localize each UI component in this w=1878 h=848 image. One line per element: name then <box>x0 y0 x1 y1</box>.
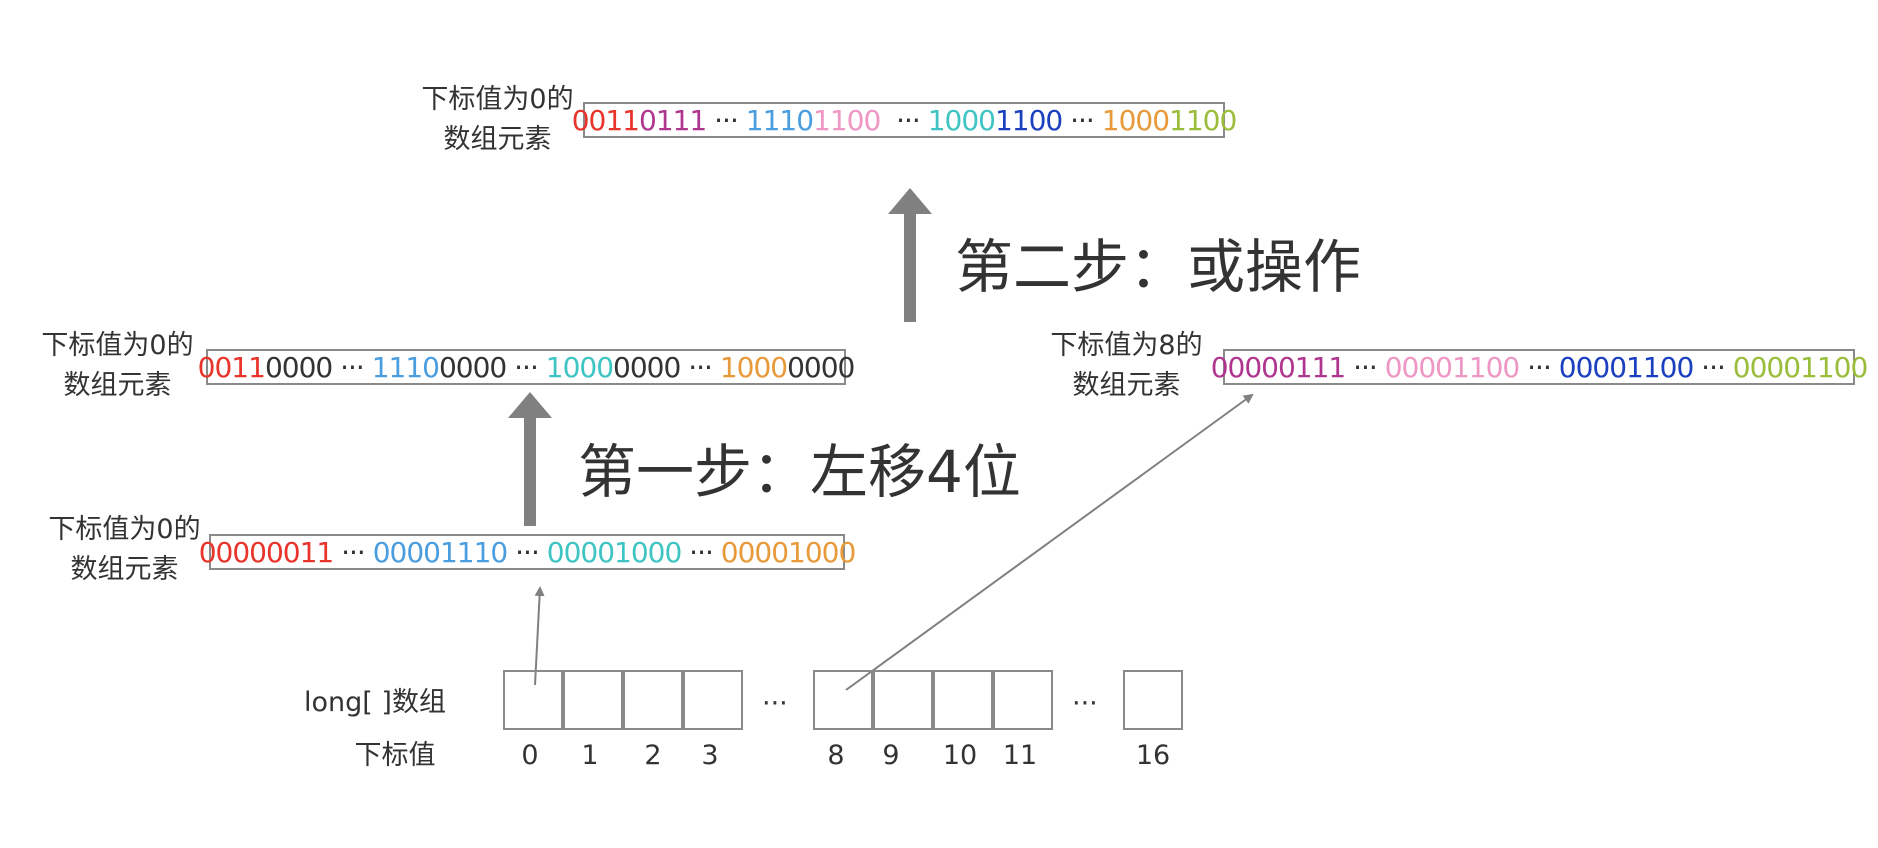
index-9: 9 <box>882 740 900 771</box>
binary-segment: ··· <box>1693 350 1733 384</box>
binary-segment: ··· <box>333 535 373 569</box>
binary-segment: 1000 <box>545 350 614 384</box>
index-11: 11 <box>1002 740 1038 771</box>
step1-title: 第一步：左移4位 <box>578 438 1021 506</box>
bottom-row-label-line2: 数组元素 <box>70 554 179 585</box>
binary-segment: 0111 <box>638 103 707 137</box>
array-ellipsis-2: ··· <box>1072 688 1098 719</box>
cell0-arrow <box>534 586 545 686</box>
array-cell-8 <box>813 670 873 730</box>
top-row-label-line1: 下标值为0的 <box>421 84 574 115</box>
binary-segment: 1100 <box>994 103 1063 137</box>
mid-left-label-line2: 数组元素 <box>63 370 172 401</box>
binary-segment: 0000 <box>438 350 507 384</box>
step1-arrow <box>508 392 552 526</box>
array-cell-10 <box>933 670 993 730</box>
binary-segment: ··· <box>506 350 546 384</box>
binary-segment: 1000 <box>719 350 788 384</box>
binary-segment: ··· <box>706 103 746 137</box>
mid-right-label-line1: 下标值为8的 <box>1050 330 1203 361</box>
binary-segment: 1110 <box>371 350 440 384</box>
mid-right-binary-box: 00000111 ··· 00001100 ··· 00001100 ··· 0… <box>1211 349 1868 385</box>
index-2: 2 <box>644 740 662 771</box>
binary-segment: ··· <box>332 350 372 384</box>
mid-left-label: 下标值为0的 数组元素 <box>35 326 200 406</box>
index-1: 1 <box>581 740 599 771</box>
binary-segment: 1000 <box>927 103 996 137</box>
mid-right-label: 下标值为8的 数组元素 <box>1044 326 1209 406</box>
binary-segment: ··· <box>1519 350 1559 384</box>
binary-segment: 00000111 <box>1210 350 1347 384</box>
binary-segment: ··· <box>507 535 547 569</box>
binary-segment: 0000 <box>613 350 681 384</box>
array-ellipsis-1: ··· <box>762 688 788 719</box>
array-label: long[ ]数组 <box>304 687 446 718</box>
step2-title: 第二步：或操作 <box>955 233 1362 301</box>
binary-segment: ··· <box>681 535 721 569</box>
binary-segment: 00001000 <box>546 535 683 569</box>
array-cell-3 <box>683 670 743 730</box>
index-0: 0 <box>521 740 539 771</box>
bottom-row-label-line1: 下标值为0的 <box>48 514 201 545</box>
array-cell-11 <box>993 670 1053 730</box>
binary-segment: 00001100 <box>1558 350 1695 384</box>
binary-segment: 00001000 <box>720 535 857 569</box>
binary-segment: 00000011 <box>198 535 335 569</box>
mid-right-label-line2: 数组元素 <box>1072 370 1181 401</box>
cell8-arrow <box>845 393 1254 691</box>
binary-segment: 00001100 <box>1384 350 1521 384</box>
index-8: 8 <box>827 740 845 771</box>
index-label: 下标值 <box>354 740 436 771</box>
array-cell-2 <box>623 670 683 730</box>
bottom-row-label: 下标值为0的 数组元素 <box>42 510 207 590</box>
binary-segment: ··· <box>1062 103 1102 137</box>
binary-segment: 0000 <box>264 350 333 384</box>
array-cell-0 <box>503 670 563 730</box>
binary-segment: 1100 <box>813 103 881 137</box>
binary-segment: 00001110 <box>372 535 509 569</box>
bottom-row-binary-box: 00000011 ··· 00001110 ··· 00001000 ··· 0… <box>199 534 856 570</box>
array-cell-9 <box>873 670 933 730</box>
binary-segment: ··· <box>1345 350 1385 384</box>
index-10: 10 <box>942 740 978 771</box>
top-row-label: 下标值为0的 数组元素 <box>415 80 580 160</box>
binary-segment: 1100 <box>1169 103 1237 137</box>
index-3: 3 <box>701 740 719 771</box>
binary-segment: 00001100 <box>1732 350 1869 384</box>
binary-segment: 1000 <box>1101 103 1170 137</box>
binary-segment: ··· <box>880 103 928 137</box>
binary-segment: ··· <box>680 350 720 384</box>
array-cell-1 <box>563 670 623 730</box>
array-cell-16 <box>1123 670 1183 730</box>
index-16: 16 <box>1135 740 1171 771</box>
top-row-label-line2: 数组元素 <box>443 124 552 155</box>
binary-segment: 0011 <box>571 103 640 137</box>
step2-arrow <box>888 188 932 322</box>
binary-segment: 0011 <box>197 350 266 384</box>
binary-segment: 1110 <box>745 103 814 137</box>
mid-left-label-line1: 下标值为0的 <box>41 330 194 361</box>
binary-segment: 0000 <box>787 350 855 384</box>
